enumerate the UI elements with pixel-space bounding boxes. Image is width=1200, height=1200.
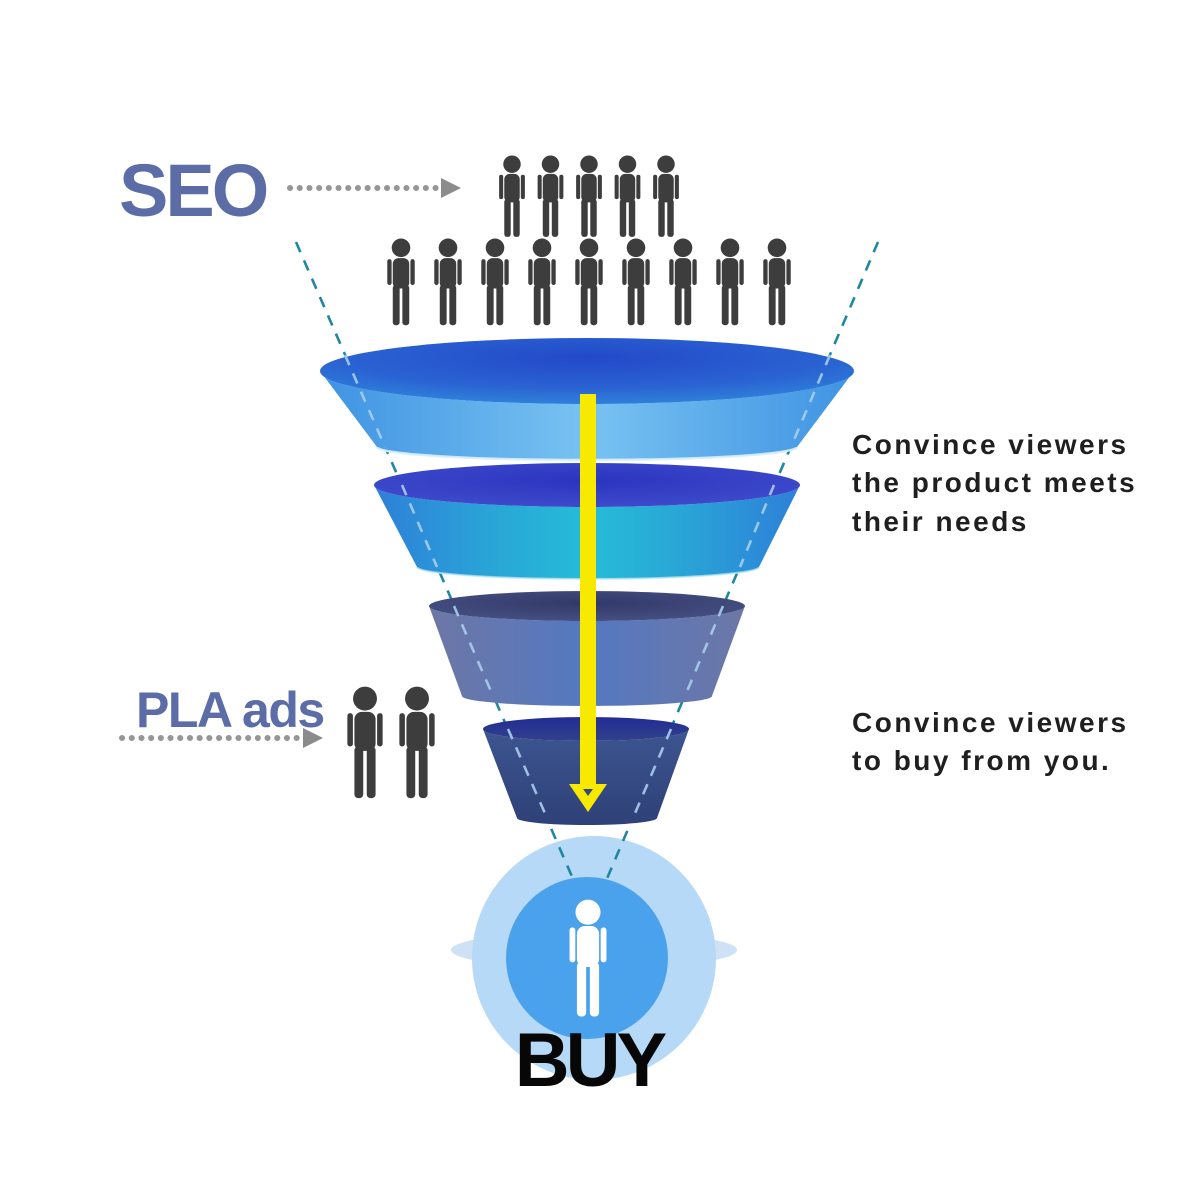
person-icon [669, 238, 697, 326]
person-icon [575, 238, 603, 326]
person-icon [387, 238, 415, 326]
pla-ads-label: PLA ads [136, 682, 324, 738]
conversion-arrow-shaft [580, 394, 596, 786]
seo-label: SEO [119, 149, 267, 232]
person-icon [499, 155, 525, 237]
person-icon [347, 686, 383, 799]
annotation-line: Convince viewers [852, 429, 1129, 460]
light-dash-r1 [789, 354, 832, 448]
person-icon [763, 238, 791, 326]
person-icon [434, 238, 462, 326]
light-dash-r3 [683, 605, 725, 697]
audience-row-1 [499, 155, 679, 237]
person-icon [653, 155, 679, 237]
person-icon [622, 238, 650, 326]
light-dash-l3 [452, 605, 495, 697]
audience-row-2 [387, 238, 791, 326]
annotation-line: Convince viewers [852, 707, 1129, 738]
conversion-arrow-notch [583, 789, 593, 796]
buy-label: BUY [515, 1018, 667, 1103]
annotation-line: the product meets [852, 467, 1137, 498]
person-icon [399, 686, 435, 799]
pla-people [347, 686, 435, 799]
seo-dotted-arrow [287, 178, 461, 198]
pla-arrow-head-icon [303, 728, 323, 748]
person-icon [537, 155, 564, 237]
person-icon [614, 155, 641, 237]
light-dash-l4 [506, 728, 549, 819]
pla-dotted-arrow [119, 728, 323, 748]
tier1-top-ellipse [320, 338, 854, 404]
light-dash-r4 [631, 728, 673, 819]
light-dash-r2 [738, 484, 776, 568]
person-icon [481, 238, 509, 326]
person-icon [576, 155, 602, 237]
conversion-arrow [569, 394, 607, 812]
person-icon [528, 238, 556, 326]
seo-arrow-head-icon [441, 178, 461, 198]
light-dash-l1 [343, 354, 387, 448]
conversion-arrow-head [569, 784, 607, 812]
person-icon [716, 238, 744, 326]
annotation-consideration: Convince viewers the product meets their… [852, 429, 1147, 537]
annotation-line: to buy from you. [852, 745, 1111, 776]
annotation-purchase: Convince viewers to buy from you. [852, 707, 1139, 776]
light-dash-l2 [400, 484, 439, 568]
annotation-line: their needs [852, 506, 1029, 537]
funnel-guide-dashes-light [343, 354, 832, 819]
